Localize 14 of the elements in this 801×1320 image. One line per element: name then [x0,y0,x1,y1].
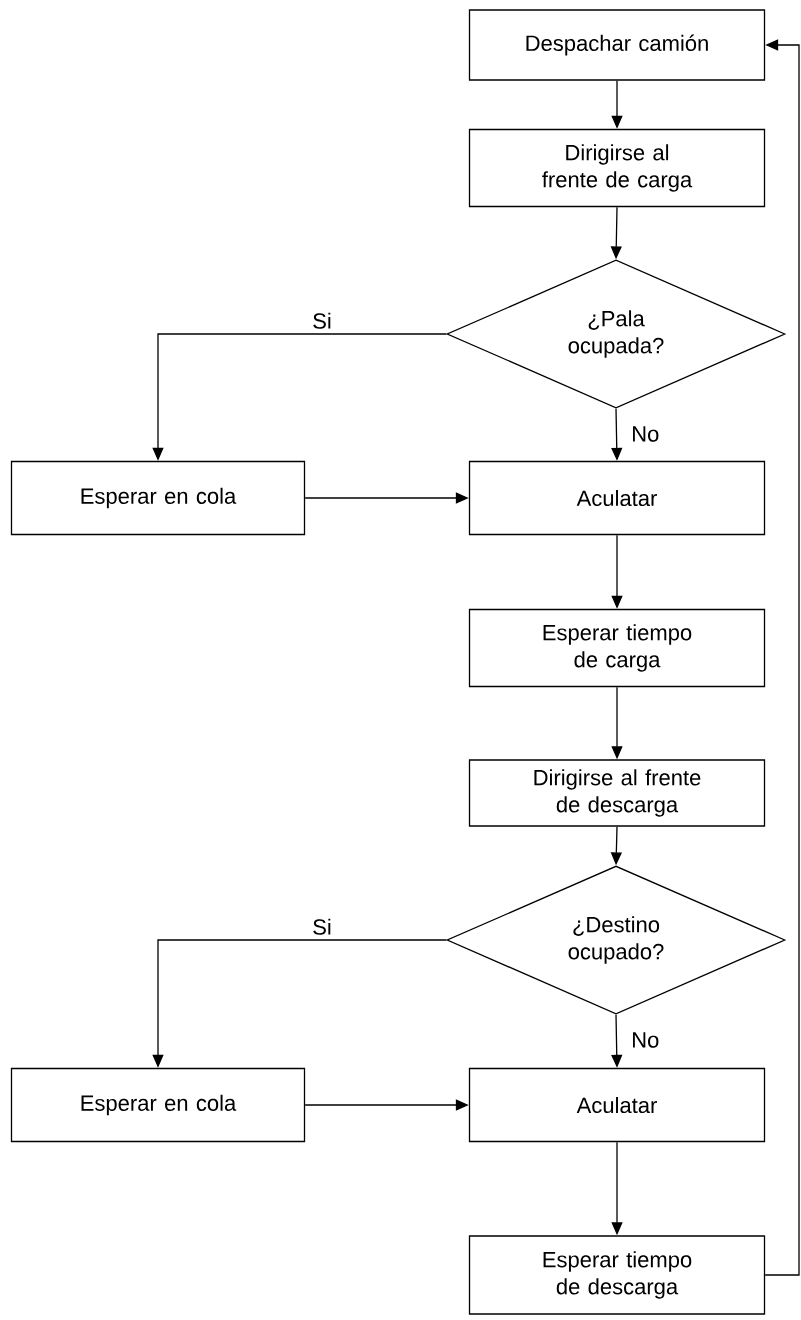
process-box: Despachar camión [468,9,766,81]
edge-label: No [633,426,659,442]
process-box: Aculatar [468,1067,766,1143]
edge-label: Si [313,918,331,935]
process-box: Aculatar [468,460,766,536]
process-box: Esperar en cola [10,460,306,536]
process-box: Esperar tiempo de descarga [468,1235,766,1315]
process-box: Esperar tiempo de carga [468,608,766,688]
process-box: Dirigirse al frente de carga [468,128,766,208]
process-box: Dirigirse al frente de descarga [468,759,766,827]
process-box: Esperar en cola [10,1067,306,1143]
arrow [764,39,800,1276]
edge-label: Si [313,312,331,329]
edge-label: No [633,1032,659,1048]
